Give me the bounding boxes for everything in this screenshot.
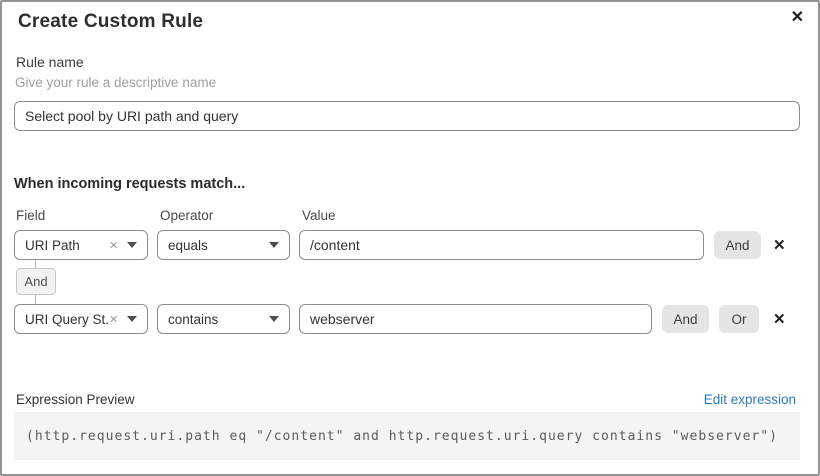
field-select[interactable]: URI Path × [14,230,148,260]
close-icon[interactable]: ✕ [790,9,804,26]
field-column-label: Field [16,208,46,223]
rule-name-label: Rule name [16,54,84,70]
connector-line [35,260,36,268]
operator-select-value: equals [168,237,208,253]
value-input[interactable] [299,230,704,260]
edit-expression-link[interactable]: Edit expression [703,392,796,407]
rule-name-help: Give your rule a descriptive name [15,75,217,90]
value-column-label: Value [302,208,336,223]
and-button[interactable]: And [662,305,709,333]
dialog-title: Create Custom Rule [18,11,204,32]
chevron-down-icon [269,242,279,248]
remove-condition-icon[interactable]: ✕ [773,311,786,328]
value-input[interactable] [299,304,652,334]
rule-name-input[interactable] [14,101,800,131]
operator-select-value: contains [168,311,219,327]
field-select-value: URI Query St... [25,311,110,327]
connector-line [35,295,36,304]
and-button[interactable]: And [714,231,761,259]
chevron-down-icon [127,242,137,248]
expression-preview-label: Expression Preview [16,392,135,407]
chevron-down-icon [127,316,137,322]
clear-icon[interactable]: × [109,236,118,254]
operator-select[interactable]: contains [157,304,290,334]
remove-condition-icon[interactable]: ✕ [773,237,786,254]
field-select-value: URI Path [25,237,80,253]
clear-icon[interactable]: × [109,310,118,328]
field-select[interactable]: URI Query St... × [14,304,148,334]
expression-code: (http.request.uri.path eq "/content" and… [26,428,778,444]
chevron-down-icon [269,316,279,322]
or-button[interactable]: Or [719,305,759,333]
operator-select[interactable]: equals [157,230,290,260]
and-connector-badge: And [16,268,56,295]
operator-column-label: Operator [160,208,214,223]
expression-code-block: (http.request.uri.path eq "/content" and… [14,412,800,460]
match-heading: When incoming requests match... [14,176,246,192]
